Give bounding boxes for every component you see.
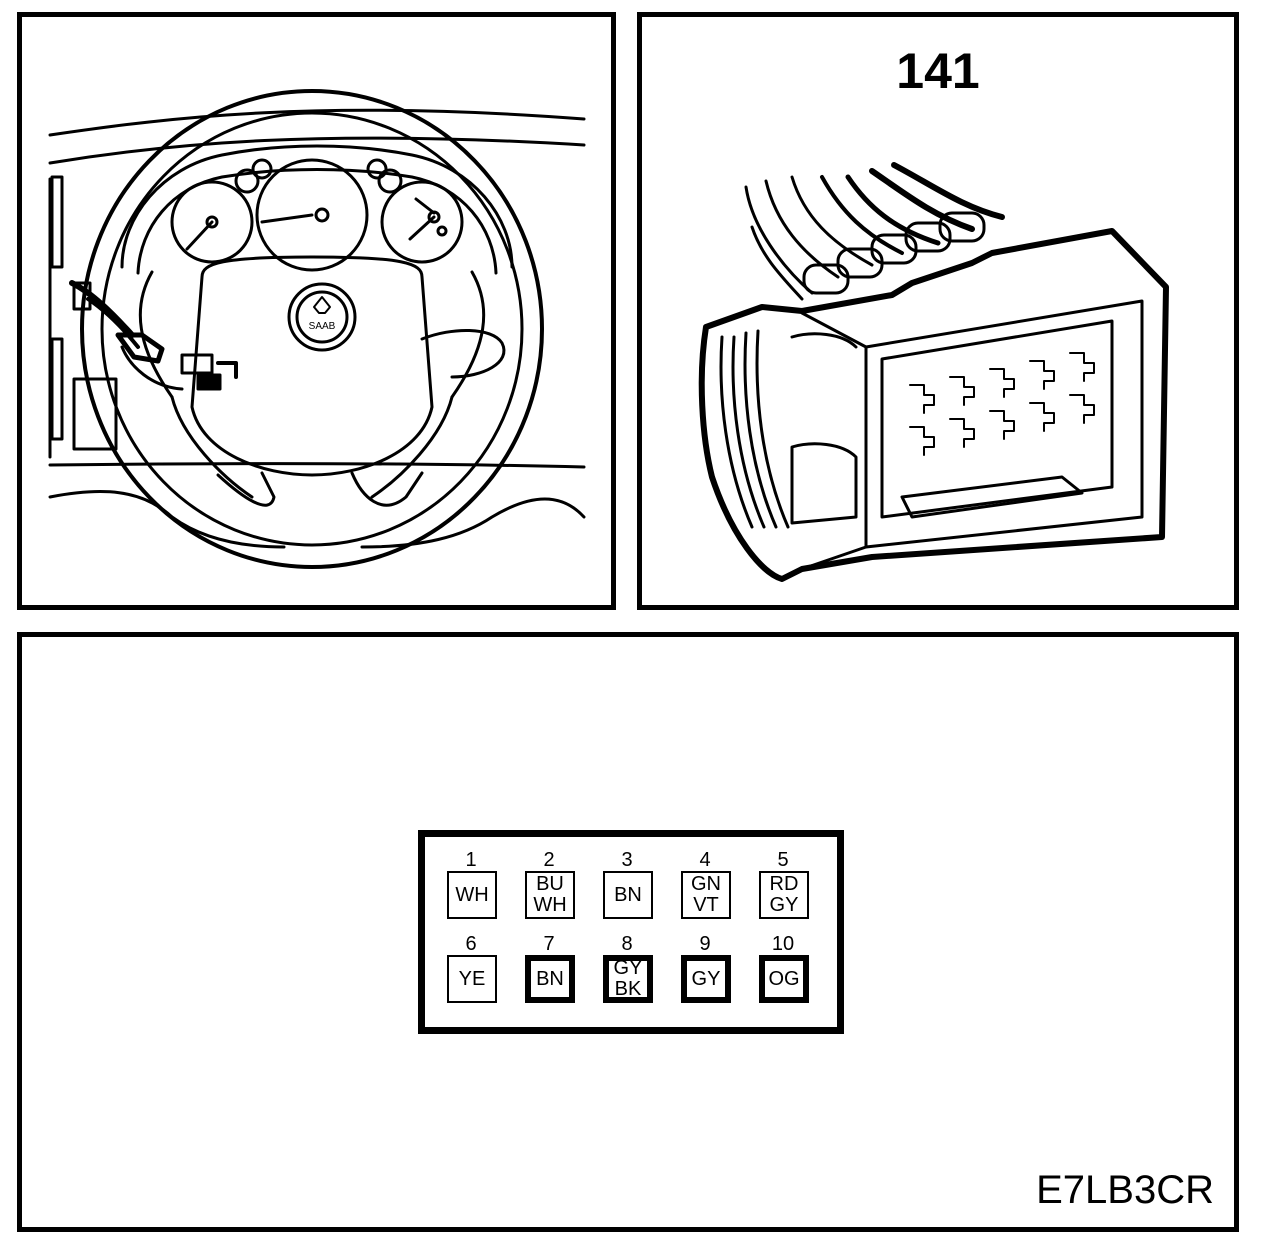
pin-10: 10 OG xyxy=(755,933,811,1009)
pin-number: 5 xyxy=(777,849,789,871)
connector-number: 141 xyxy=(896,43,980,99)
pin-number: 1 xyxy=(465,849,477,871)
steering-wheel-illustration: SAAB xyxy=(48,89,586,569)
pin-number: 7 xyxy=(543,933,555,955)
connector-illustration xyxy=(698,162,1169,582)
pin-number: 8 xyxy=(621,933,633,955)
pin-number: 3 xyxy=(621,849,633,871)
location-panel: SAAB xyxy=(17,12,616,610)
wire-color-box: OG xyxy=(759,955,809,1003)
wire-color-box: YE xyxy=(447,955,497,1003)
pin-6: 6 YE xyxy=(443,933,499,1009)
document-code: E7LB3CR xyxy=(1036,1168,1214,1212)
wire-color-box: BN xyxy=(525,955,575,1003)
wire-color-box: GY xyxy=(681,955,731,1003)
wire-color-box: WH xyxy=(447,871,497,919)
pin-9: 9 GY xyxy=(677,933,733,1009)
pin-number: 9 xyxy=(699,933,711,955)
pin-3: 3 BN xyxy=(599,849,655,925)
wire-color-box: BN xyxy=(603,871,653,919)
pin-1: 1 WH xyxy=(443,849,499,925)
pin-number: 2 xyxy=(543,849,555,871)
pin-number: 4 xyxy=(699,849,711,871)
svg-text:SAAB: SAAB xyxy=(309,321,336,332)
pin-number: 6 xyxy=(465,933,477,955)
connector-panel: 141 xyxy=(637,12,1239,610)
pin-7: 7 BN xyxy=(521,933,577,1009)
pin-number: 10 xyxy=(771,933,795,955)
